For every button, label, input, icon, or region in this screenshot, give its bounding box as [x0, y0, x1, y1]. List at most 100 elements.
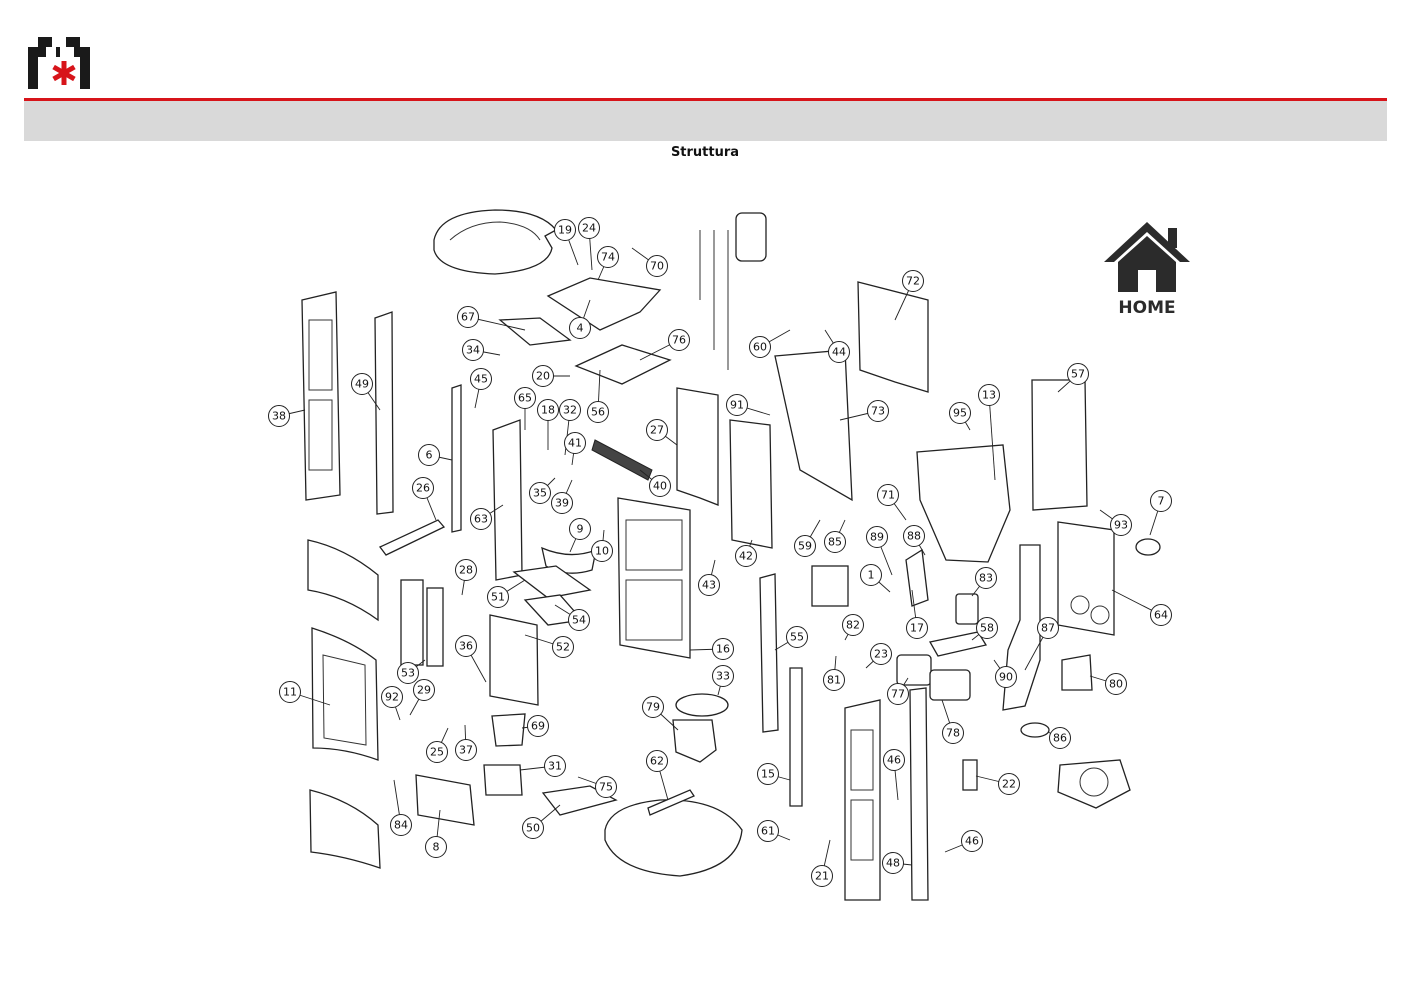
callout-54[interactable]: 54	[554, 604, 590, 631]
callout-23[interactable]: 23	[865, 643, 892, 669]
leader-line	[988, 394, 996, 481]
callout-18[interactable]: 18	[537, 399, 559, 451]
callout-92[interactable]: 92	[381, 686, 403, 721]
callout-bubble	[455, 559, 477, 581]
callout-29[interactable]: 29	[409, 679, 435, 716]
callout-6[interactable]: 6	[418, 444, 453, 466]
callout-95[interactable]: 95	[949, 402, 971, 431]
callout-78[interactable]: 78	[941, 699, 964, 744]
callout-bubble	[842, 614, 864, 636]
callout-93[interactable]: 93	[1099, 509, 1132, 536]
callout-25[interactable]: 25	[426, 727, 449, 763]
callout-61[interactable]: 61	[757, 820, 791, 842]
home-button[interactable]: HOME	[1100, 218, 1194, 322]
callout-bubble	[903, 525, 925, 547]
callout-22[interactable]: 22	[975, 773, 1020, 795]
callout-46[interactable]: 46	[883, 749, 905, 801]
callout-88[interactable]: 88	[903, 525, 926, 556]
callout-number: 42	[739, 550, 753, 563]
callout-32[interactable]: 32	[559, 399, 581, 456]
callout-11[interactable]: 11	[279, 681, 331, 706]
callout-55[interactable]: 55	[774, 626, 808, 651]
callout-67[interactable]: 67	[457, 306, 526, 331]
callout-69[interactable]: 69	[521, 715, 549, 737]
house-icon	[1104, 222, 1190, 292]
callout-bubble	[537, 399, 559, 421]
callout-10[interactable]: 10	[591, 529, 613, 562]
callout-56[interactable]: 56	[587, 369, 609, 423]
callout-1[interactable]: 1	[860, 564, 891, 593]
callout-16[interactable]: 16	[689, 638, 734, 660]
callout-34[interactable]: 34	[462, 339, 501, 361]
callout-50[interactable]: 50	[522, 804, 561, 839]
callout-bubble	[757, 763, 779, 785]
callout-86[interactable]: 86	[1047, 727, 1071, 749]
callout-75[interactable]: 75	[577, 776, 617, 798]
callout-73[interactable]: 73	[839, 400, 889, 422]
callout-85[interactable]: 85	[824, 519, 846, 553]
callout-number: 41	[568, 437, 582, 450]
callout-20[interactable]: 20	[532, 365, 571, 387]
callout-41[interactable]: 41	[564, 432, 586, 466]
callout-59[interactable]: 59	[794, 519, 821, 557]
callout-35[interactable]: 35	[529, 477, 556, 504]
callout-number: 74	[601, 251, 615, 264]
callout-26[interactable]: 26	[412, 477, 437, 521]
callout-37[interactable]: 37	[455, 724, 477, 761]
callout-57[interactable]: 57	[1057, 363, 1089, 393]
callout-9[interactable]: 9	[569, 518, 591, 553]
callout-74[interactable]: 74	[597, 246, 619, 281]
callout-15[interactable]: 15	[757, 763, 791, 785]
callout-52[interactable]: 52	[524, 634, 574, 658]
callout-17[interactable]: 17	[906, 589, 928, 639]
callout-72[interactable]: 72	[894, 270, 924, 321]
callout-number: 4	[577, 322, 584, 335]
callout-82[interactable]: 82	[842, 614, 864, 641]
callout-91[interactable]: 91	[726, 394, 771, 416]
callout-38[interactable]: 38	[268, 405, 306, 427]
callout-36[interactable]: 36	[455, 635, 487, 683]
callout-46[interactable]: 46	[944, 830, 983, 853]
callout-7[interactable]: 7	[1149, 490, 1172, 536]
callout-31[interactable]: 31	[519, 755, 566, 777]
callout-90[interactable]: 90	[993, 659, 1017, 688]
callout-62[interactable]: 62	[646, 750, 669, 801]
callout-64[interactable]: 64	[1111, 589, 1172, 626]
callout-19[interactable]: 19	[554, 219, 579, 266]
callout-81[interactable]: 81	[823, 655, 845, 691]
callout-39[interactable]: 39	[551, 479, 573, 514]
callout-44[interactable]: 44	[824, 329, 850, 363]
callout-79[interactable]: 79	[642, 696, 679, 731]
callout-80[interactable]: 80	[1089, 673, 1127, 695]
callout-83[interactable]: 83	[971, 567, 997, 597]
callout-33[interactable]: 33	[712, 665, 734, 696]
callout-13[interactable]: 13	[978, 384, 1000, 481]
callout-bubble	[425, 836, 447, 858]
callout-24[interactable]: 24	[578, 217, 600, 271]
callout-77[interactable]: 77	[887, 677, 909, 705]
callout-4[interactable]: 4	[569, 299, 591, 339]
callout-40[interactable]: 40	[639, 469, 671, 497]
callout-71[interactable]: 71	[877, 484, 907, 521]
callout-48[interactable]: 48	[882, 852, 913, 874]
callout-76[interactable]: 76	[639, 329, 690, 361]
callout-28[interactable]: 28	[455, 559, 477, 596]
callout-49[interactable]: 49	[351, 373, 381, 411]
callout-53[interactable]: 53	[397, 659, 426, 684]
callout-89[interactable]: 89	[866, 526, 893, 576]
callout-27[interactable]: 27	[646, 419, 678, 446]
callout-58[interactable]: 58	[971, 617, 998, 641]
callout-60[interactable]: 60	[749, 329, 791, 358]
callout-70[interactable]: 70	[631, 247, 668, 277]
callout-43[interactable]: 43	[698, 559, 720, 596]
callout-21[interactable]: 21	[811, 839, 833, 887]
callout-8[interactable]: 8	[425, 809, 447, 858]
callout-45[interactable]: 45	[470, 368, 492, 409]
callout-bubble	[902, 270, 924, 292]
callout-84[interactable]: 84	[390, 779, 412, 836]
callout-65[interactable]: 65	[514, 387, 536, 431]
callout-51[interactable]: 51	[487, 579, 526, 608]
callout-63[interactable]: 63	[470, 504, 504, 530]
callout-87[interactable]: 87	[1024, 617, 1059, 671]
callout-42[interactable]: 42	[735, 539, 757, 567]
